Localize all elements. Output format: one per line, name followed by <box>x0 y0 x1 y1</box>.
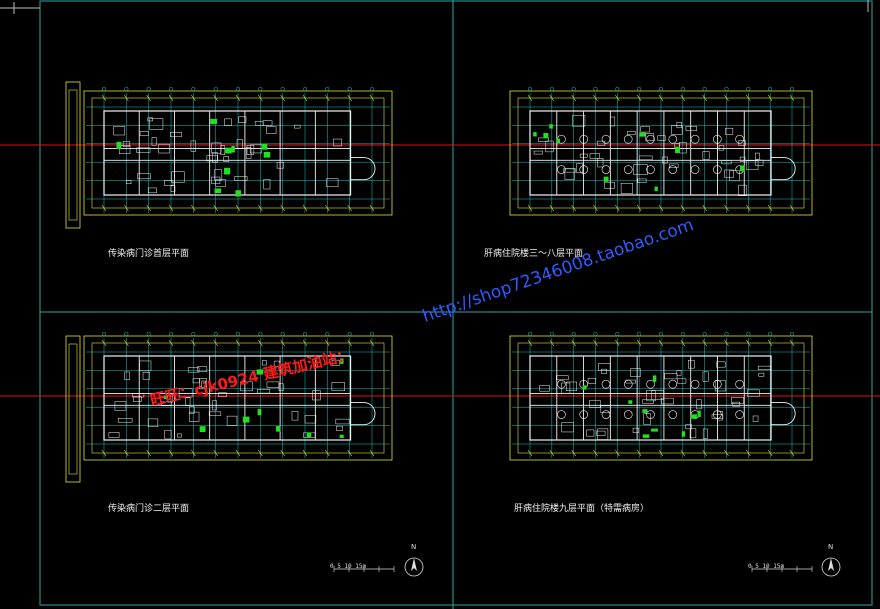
north-label-right: N <box>828 543 834 551</box>
plan-title-c: 传染病门诊二层平面 <box>108 504 190 514</box>
north-label-left: N <box>411 543 417 551</box>
plan-title-d: 肝病住院楼九层平面（特需病房） <box>514 504 650 514</box>
floor-plan-outpatient-ground <box>83 86 393 216</box>
floor-plan-ward-3-8 <box>509 86 813 216</box>
north-arrow-icon-right <box>821 557 841 577</box>
plan-title-a: 传染病门诊首层平面 <box>108 249 190 259</box>
scale-bar-graphic-left <box>333 566 395 572</box>
north-arrow-icon-left <box>404 557 424 577</box>
plan-title-b: 肝病住院楼三～八层平面 <box>484 249 584 259</box>
scale-bar-left: 0 5 10 15m <box>330 563 367 570</box>
drawing-frame <box>39 0 873 606</box>
floor-plan-ward-9 <box>509 331 813 461</box>
scale-bar-graphic-right <box>751 566 813 572</box>
floor-plan-outpatient-second <box>83 331 393 461</box>
side-strip-upper <box>65 81 81 229</box>
scale-bar-right: 0 5 10 15m <box>748 563 785 570</box>
side-strip-lower <box>65 335 81 483</box>
